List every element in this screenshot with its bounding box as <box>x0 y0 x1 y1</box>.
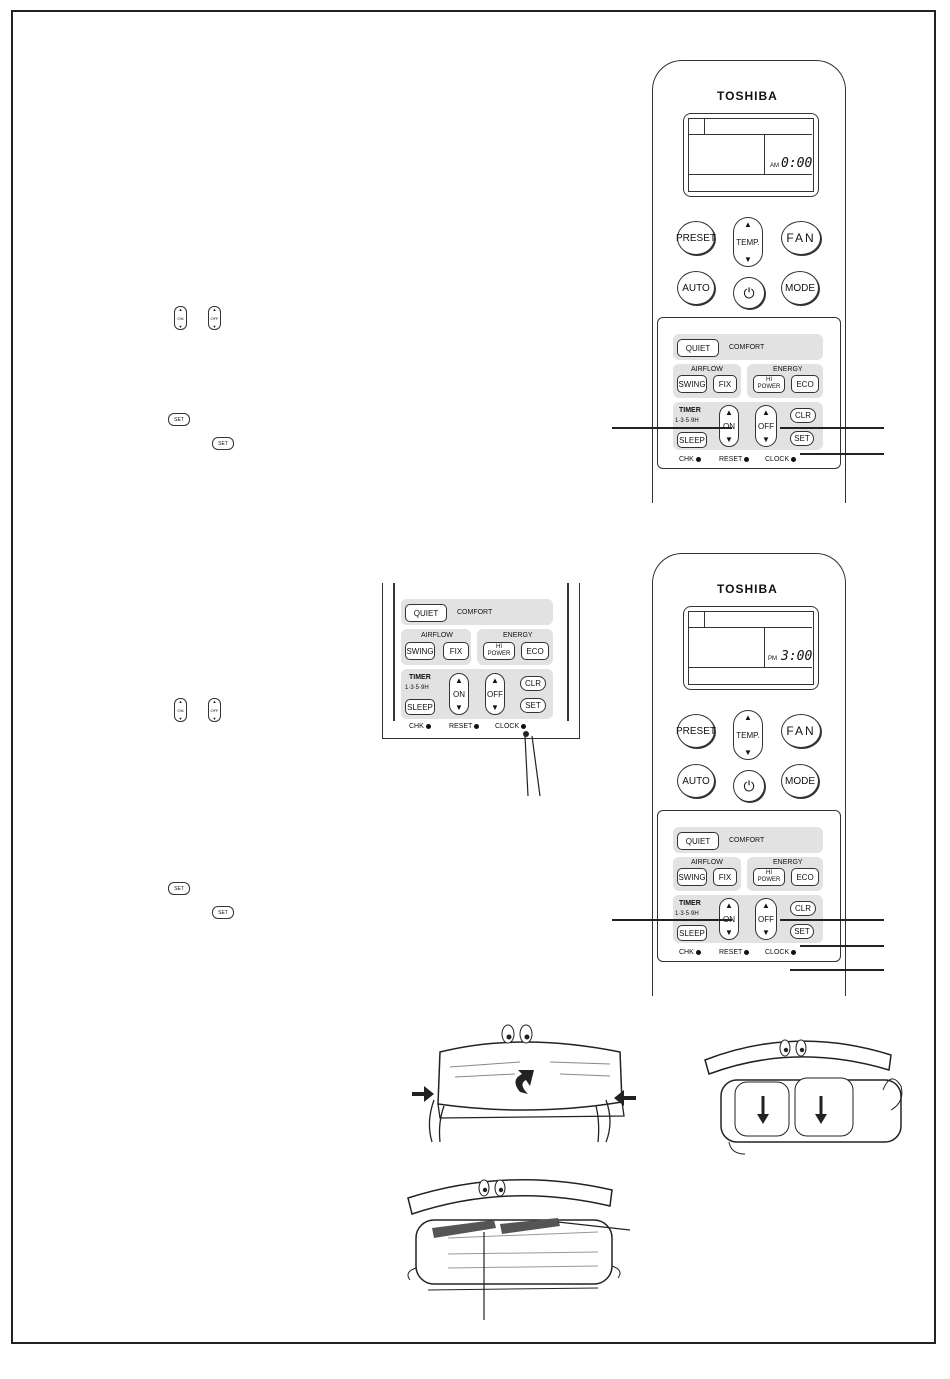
set-button-icon: SET <box>212 906 234 919</box>
airflow-label: AIRFLOW <box>691 366 723 373</box>
lower-panel-outline <box>657 317 841 469</box>
airflow-label: AIRFLOW <box>421 632 453 639</box>
swing-button[interactable]: SWING <box>677 868 707 886</box>
sleep-button[interactable]: SLEEP <box>677 925 707 941</box>
eco-button[interactable]: ECO <box>791 868 819 886</box>
timer-label: TIMER <box>409 674 431 681</box>
set-button[interactable]: SET <box>520 698 546 713</box>
reset-label: RESET <box>449 723 480 730</box>
timer-off-button[interactable]: ▲OFF▼ <box>755 405 777 447</box>
timer-off-button[interactable]: ▲OFF▼ <box>755 898 777 940</box>
clr-button[interactable]: CLR <box>520 676 546 691</box>
eco-button[interactable]: ECO <box>521 642 549 660</box>
remote-control-2: TOSHIBA PM 3:00 PRESET ▲TEMP.▼ FAN AUTO … <box>652 553 846 996</box>
auto-button[interactable]: AUTO <box>677 764 715 798</box>
quiet-button[interactable]: QUIET <box>677 832 719 850</box>
auto-button[interactable]: AUTO <box>677 271 715 305</box>
off-button-icon: ▲OFF▼ <box>208 698 221 722</box>
comfort-label: COMFORT <box>729 837 765 844</box>
sleep-button[interactable]: SLEEP <box>405 699 435 715</box>
timer-hours-label: 1·3·5·9H <box>675 418 699 424</box>
brand-logo: TOSHIBA <box>717 582 778 596</box>
comfort-label: COMFORT <box>457 609 493 616</box>
mode-button[interactable]: MODE <box>781 764 819 798</box>
timer-on-button[interactable]: ▲ON▼ <box>719 405 739 447</box>
chk-label: CHK <box>679 949 701 956</box>
chk-label: CHK <box>409 723 431 730</box>
fix-button[interactable]: FIX <box>713 868 737 886</box>
fan-button[interactable]: FAN <box>781 221 821 255</box>
ampm-indicator: PM <box>768 656 777 662</box>
timer-on-button[interactable]: ▲ON▼ <box>449 673 469 715</box>
airflow-label: AIRFLOW <box>691 859 723 866</box>
temp-button[interactable]: ▲TEMP.▼ <box>733 710 763 760</box>
callout-line <box>780 427 884 429</box>
swing-button[interactable]: SWING <box>405 642 435 660</box>
on-button-icon: ▲ON▼ <box>174 306 187 330</box>
set-button-icon: SET <box>168 882 190 895</box>
lcd-display: AM 0:00 <box>683 113 819 197</box>
remote-panel-detail: QUIET COMFORT AIRFLOW ENERGY SWING FIX H… <box>382 583 580 739</box>
ac-unit-filter-removal-illustration <box>704 1039 903 1155</box>
energy-label: ENERGY <box>773 859 803 866</box>
ac-unit-open-panel-illustration <box>412 1024 636 1143</box>
energy-label: ENERGY <box>503 632 533 639</box>
clock-readout: 0:00 <box>781 156 813 171</box>
fan-button[interactable]: FAN <box>781 714 821 748</box>
reset-label: RESET <box>719 949 750 956</box>
reset-label: RESET <box>719 456 750 463</box>
timer-hours-label: 1·3·5·9H <box>675 911 699 917</box>
clock-label: CLOCK <box>765 949 797 956</box>
timer-hours-label: 1·3·5·9H <box>405 685 429 691</box>
quiet-button[interactable]: QUIET <box>405 604 447 622</box>
timer-off-button[interactable]: ▲OFF▼ <box>485 673 505 715</box>
set-button[interactable]: SET <box>790 431 814 446</box>
temp-button[interactable]: ▲TEMP.▼ <box>733 217 763 267</box>
energy-label: ENERGY <box>773 366 803 373</box>
callout-line <box>612 427 732 429</box>
set-button[interactable]: SET <box>790 924 814 939</box>
clr-button[interactable]: CLR <box>790 901 816 916</box>
comfort-label: COMFORT <box>729 344 765 351</box>
eco-button[interactable]: ECO <box>791 375 819 393</box>
quiet-button[interactable]: QUIET <box>677 339 719 357</box>
remote-control-1: TOSHIBA AM 0:00 PRESET ▲TEMP.▼ FAN AUTO … <box>652 60 846 503</box>
preset-button[interactable]: PRESET <box>676 714 716 748</box>
callout-line <box>790 969 884 971</box>
set-button-icon: SET <box>168 413 190 426</box>
set-button-icon: SET <box>212 437 234 450</box>
power-button[interactable]: ⏻ <box>733 277 765 309</box>
swing-button[interactable]: SWING <box>677 375 707 393</box>
clock-label: CLOCK <box>495 723 527 730</box>
page-frame <box>11 10 936 1344</box>
callout-line <box>780 919 884 921</box>
ampm-indicator: AM <box>770 163 779 169</box>
lcd-display: PM 3:00 <box>683 606 819 690</box>
mode-button[interactable]: MODE <box>781 271 819 305</box>
timer-label: TIMER <box>679 900 701 907</box>
clr-button[interactable]: CLR <box>790 408 816 423</box>
clock-readout: 3:00 <box>781 649 813 664</box>
chk-label: CHK <box>679 456 701 463</box>
clock-label: CLOCK <box>765 456 797 463</box>
callout-line <box>612 919 732 921</box>
fix-button[interactable]: FIX <box>443 642 469 660</box>
power-button[interactable]: ⏻ <box>733 770 765 802</box>
pen-tip-illustration <box>523 731 541 797</box>
fix-button[interactable]: FIX <box>713 375 737 393</box>
callout-line <box>800 945 884 947</box>
preset-button[interactable]: PRESET <box>676 221 716 255</box>
off-button-icon: ▲OFF▼ <box>208 306 221 330</box>
on-button-icon: ▲ON▼ <box>174 698 187 722</box>
ac-unit-air-filter-illustration <box>407 1179 630 1320</box>
brand-logo: TOSHIBA <box>717 89 778 103</box>
timer-label: TIMER <box>679 407 701 414</box>
callout-line <box>800 453 884 455</box>
sleep-button[interactable]: SLEEP <box>677 432 707 448</box>
